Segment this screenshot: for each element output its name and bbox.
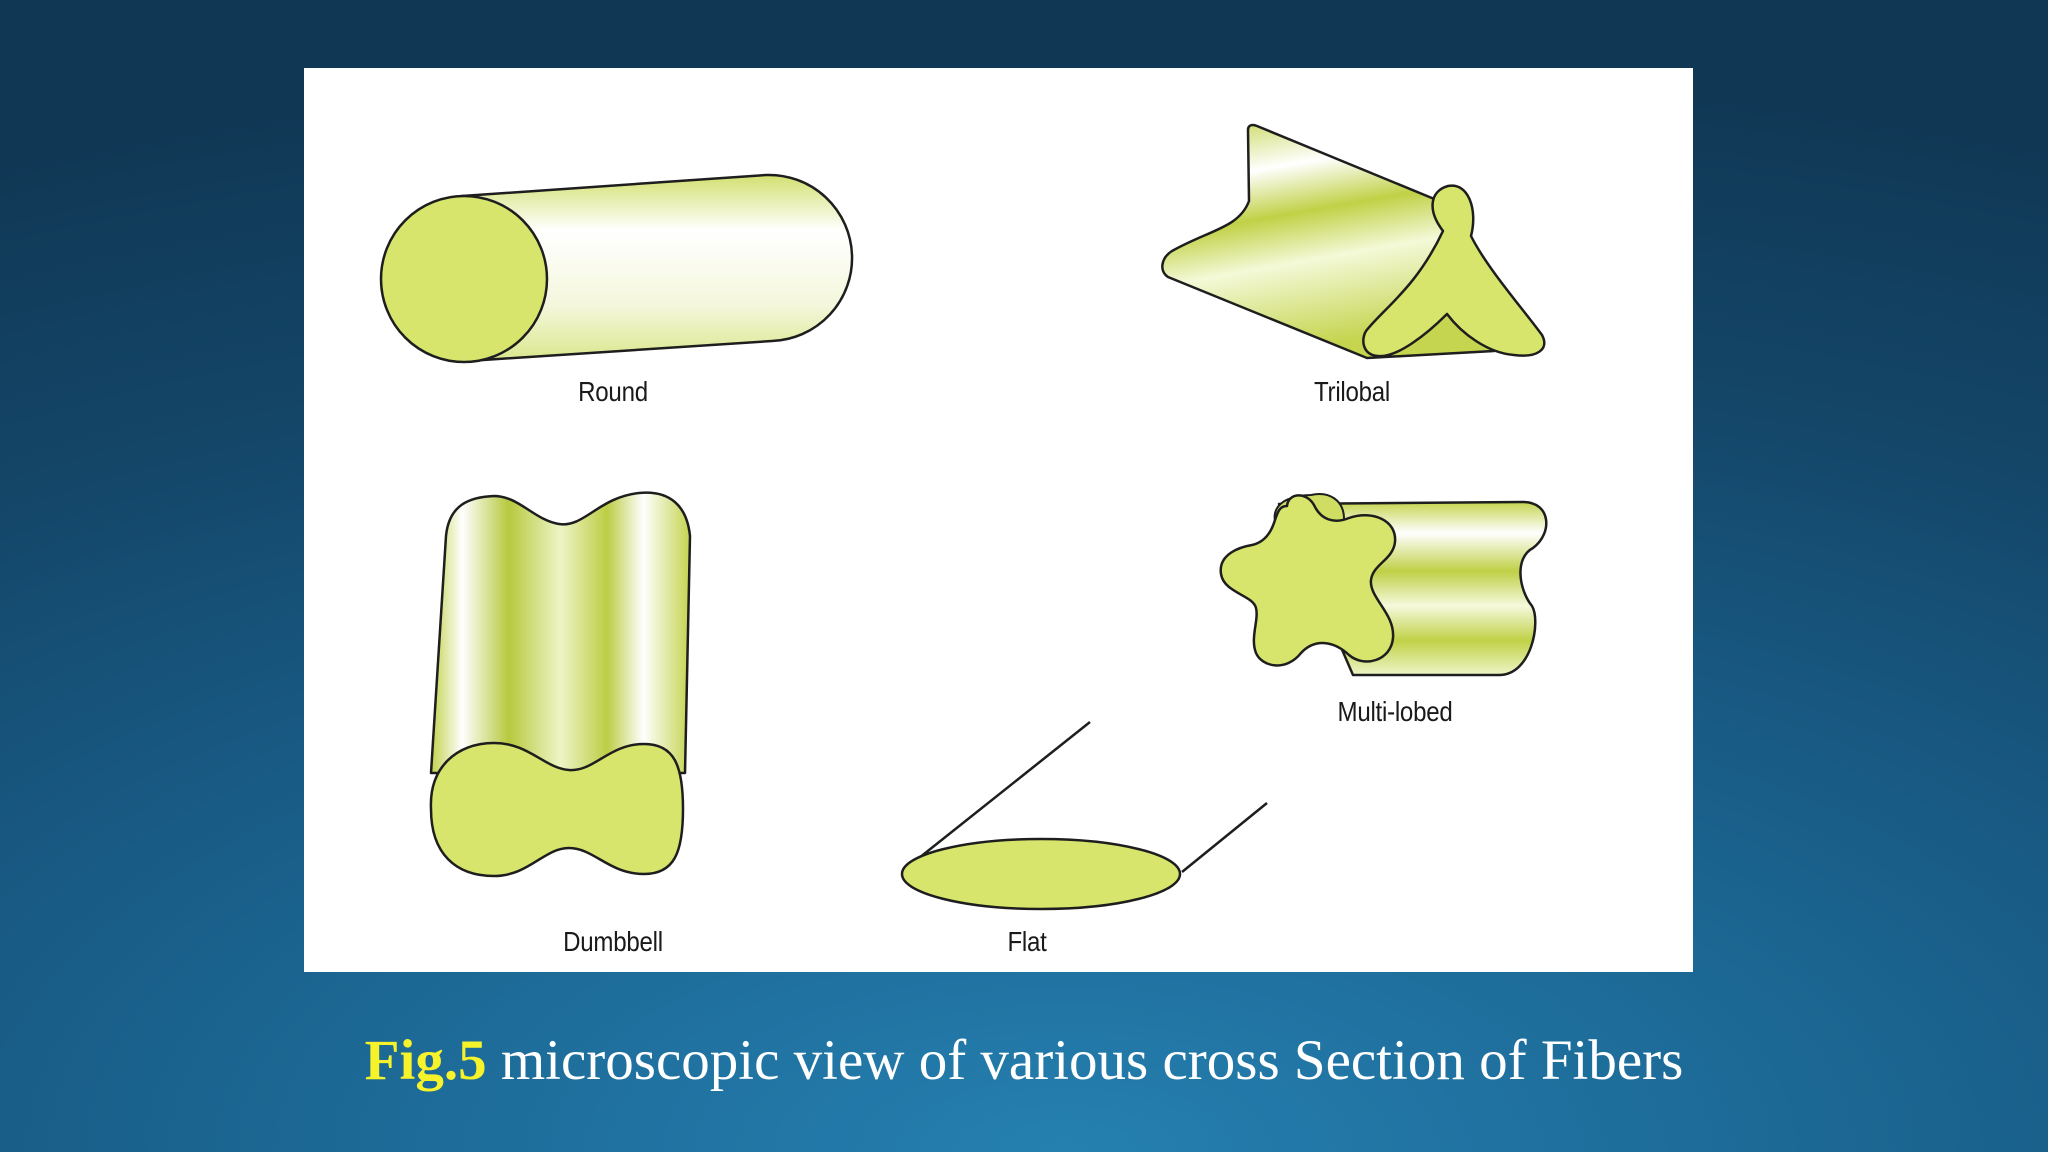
round-fiber-shape [379, 173, 854, 364]
figure-panel: Round Trilobal Multi-lobed Dumbbell Flat [304, 68, 1693, 972]
label-dumbbell: Dumbbell [563, 926, 663, 957]
label-round: Round [578, 376, 648, 407]
caption-figure-number: Fig.5 [364, 1029, 487, 1092]
label-multi-lobed: Multi-lobed [1337, 696, 1453, 727]
flat-fiber-shape [900, 721, 1268, 911]
figure-caption: Fig.5 microscopic view of various cross … [0, 1028, 2048, 1093]
trilobal-fiber-shape [1161, 123, 1546, 360]
caption-text: microscopic view of various cross Sectio… [486, 1029, 1684, 1092]
dumbbell-fiber-shape [429, 491, 692, 878]
label-flat: Flat [1007, 926, 1047, 957]
fiber-cross-sections-diagram [379, 123, 1548, 911]
label-trilobal: Trilobal [1313, 376, 1391, 407]
multi-lobed-fiber-shape [1219, 493, 1548, 677]
